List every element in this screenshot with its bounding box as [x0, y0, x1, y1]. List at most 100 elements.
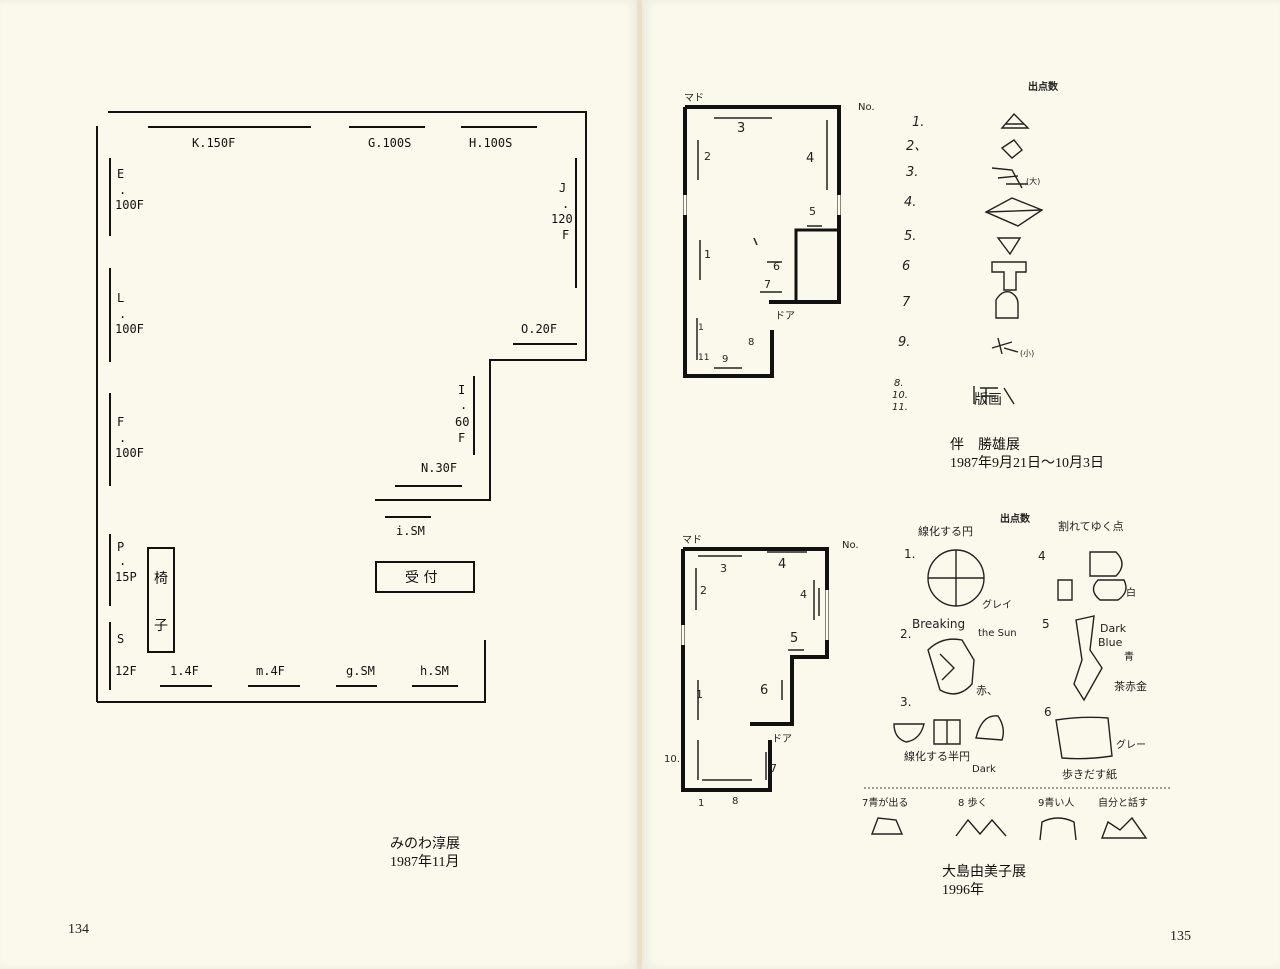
- plan2-mark-6: 1: [696, 688, 703, 701]
- plan1-mark-6: 6: [773, 260, 780, 273]
- label-i-size: 60: [455, 415, 469, 429]
- plan1-mark-5: 1: [704, 248, 711, 261]
- label-l-dot: .: [119, 307, 126, 321]
- right-caption-2-date: 1996年: [942, 883, 984, 898]
- plan1-mark-7: 7: [764, 278, 771, 291]
- page-number-right: 135: [1170, 929, 1191, 944]
- artwork-wall-marks: [109, 126, 577, 690]
- notes1-n8: 8.: [894, 378, 904, 389]
- plan2-mark-11: 8: [732, 796, 738, 807]
- notes1-n1: 1.: [912, 115, 924, 130]
- left-floor-plan: K.150F G.100S H.100S E . 100F L . 100F F…: [96, 111, 587, 703]
- plan-1-notes: 出点数 1. 2、 3. 4. 5. 6 7 9. 8. 10. 11.: [892, 80, 1059, 413]
- plan2-mark-10: 1: [698, 798, 704, 809]
- notes2-b7: 7青が出る: [862, 796, 908, 809]
- notes2-grey2: グレー: [1116, 738, 1146, 751]
- label-g-small: g.SM: [346, 664, 375, 678]
- plan-1: マド No. ドア 3 2 4 5 1 6 7 8 1 11 9: [683, 93, 875, 378]
- label-p-size: 15P: [115, 570, 137, 584]
- label-o: O.20F: [521, 322, 557, 336]
- notes2-top-left: 線化する円: [918, 524, 973, 538]
- notes2-walking-paper: 歩きだす紙: [1062, 767, 1117, 781]
- plan1-mark-1: 3: [737, 121, 745, 136]
- notes2-dark: Dark: [972, 764, 996, 775]
- page-number-left: 134: [68, 922, 89, 937]
- label-i-small: i.SM: [396, 524, 425, 538]
- plan2-mark-5: 5: [790, 631, 798, 646]
- notes2-top-right: 割れてゆく点: [1058, 519, 1124, 533]
- label-j-size: 120: [551, 212, 573, 226]
- plan2-mark-1: 3: [720, 562, 727, 575]
- label-h: H.100S: [469, 136, 512, 150]
- gallery-walls: [96, 111, 587, 703]
- label-l-small: 1.4F: [170, 664, 199, 678]
- label-l: L: [117, 291, 124, 305]
- plan2-window: マド: [682, 535, 702, 546]
- label-f-size: 100F: [115, 446, 144, 460]
- label-j: J: [559, 181, 566, 195]
- notes1-n9: 9.: [898, 335, 910, 350]
- notes1-n10: 10.: [892, 390, 908, 401]
- label-k: K.150F: [192, 136, 235, 150]
- label-s-size: 12F: [115, 664, 137, 678]
- plan1-mark-8: 8: [748, 337, 754, 348]
- chair-char-2: 子: [154, 618, 168, 634]
- label-j-unit: F: [562, 228, 569, 242]
- left-page: K.150F G.100S H.100S E . 100F L . 100F F…: [0, 0, 638, 969]
- plan2-door: ドア: [772, 734, 792, 745]
- label-s: S: [117, 632, 124, 646]
- notes1-sketches: [973, 112, 1044, 405]
- right-caption-2-title: 大島由美子展: [942, 865, 1026, 880]
- plan-2-notes: 出点数 線化する円 割れてゆく点 1. 2. 3. 4 5 6: [862, 512, 1170, 841]
- notes1-n6: 6: [902, 259, 910, 274]
- label-f: F: [117, 415, 124, 429]
- notes2-the-sun: the Sun: [978, 628, 1017, 639]
- plan2-mark-4: 4: [800, 588, 807, 601]
- plan1-no: No.: [858, 102, 875, 113]
- plan2-no: No.: [842, 540, 859, 551]
- right-caption-1-title: 伴 勝雄展: [950, 438, 1020, 453]
- label-i-unit: F: [458, 431, 465, 445]
- plan1-mark-2: 2: [704, 150, 711, 163]
- plan2-mark-9: 7: [770, 762, 777, 775]
- plan2-mark-3: 2: [700, 584, 707, 597]
- plan1-mark-3: 4: [806, 151, 814, 166]
- label-p-dot: .: [119, 554, 126, 568]
- reception-desk: [375, 561, 475, 593]
- chair-char-1: 椅: [154, 571, 168, 587]
- label-e-size: 100F: [115, 198, 144, 212]
- plan-2: マド No. ドア 3 4 2 4 5 1 6 10. 7 1 8: [664, 535, 859, 809]
- label-n: N.30F: [421, 461, 457, 475]
- plan1-mark-9: 1: [698, 323, 704, 333]
- book-gutter: [637, 0, 643, 969]
- notes2-n2: 2.: [900, 627, 911, 641]
- notes2-bottom-sketches: [870, 816, 1148, 841]
- chair-box: [147, 547, 175, 653]
- notes2-blue: Blue: [1098, 636, 1123, 649]
- notes2-breaking: Breaking: [912, 617, 965, 631]
- label-i: I: [458, 383, 465, 397]
- right-plans: マド No. ドア 3 2 4 5 1 6 7 8 1 11 9 出点数 1. …: [664, 80, 1170, 841]
- notes2-n5: 5: [1042, 617, 1050, 631]
- notes2-sketches: [893, 549, 1127, 760]
- notes2-tea: 茶赤金: [1114, 679, 1147, 693]
- notes2-blue-jp: 青: [1124, 650, 1134, 663]
- right-page: マド No. ドア 3 2 4 5 1 6 7 8 1 11 9 出点数 1. …: [642, 0, 1280, 969]
- notes1-small: (小): [1020, 349, 1034, 358]
- plan2-mark-2: 4: [778, 557, 786, 572]
- label-m: m.4F: [256, 664, 285, 678]
- right-caption-1-date: 1987年9月21日～10月3日: [950, 456, 1104, 471]
- label-e: E: [117, 167, 124, 181]
- label-j-dot: .: [562, 197, 569, 211]
- notes1-hanga: 版画: [974, 392, 1002, 408]
- notes2-linear-half: 線化する半円: [904, 749, 970, 763]
- notes1-n3: 3.: [906, 165, 918, 180]
- notes2-b9: 9青い人: [1038, 796, 1074, 809]
- notes1-large: (大): [1026, 176, 1040, 186]
- notes2-b8: 8 歩く: [958, 796, 988, 809]
- plan2-mark-7: 6: [760, 683, 768, 698]
- plan2-mark-8: 10.: [664, 754, 680, 765]
- notes2-b10: 自分と話す: [1098, 796, 1148, 809]
- notes2-n1: 1.: [904, 547, 915, 561]
